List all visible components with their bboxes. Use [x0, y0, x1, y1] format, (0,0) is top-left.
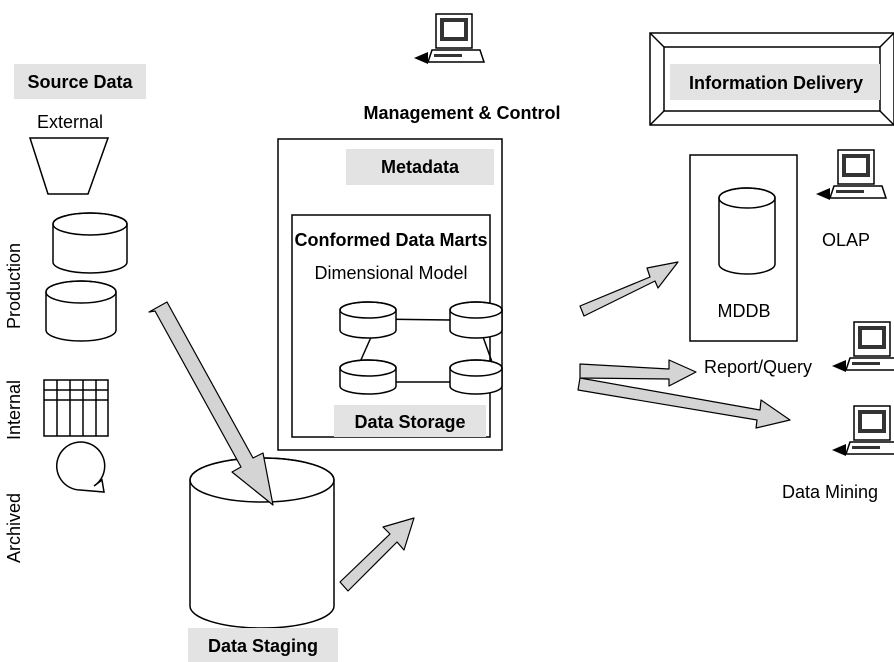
model-link-left: [359, 334, 373, 363]
olap-computer-icon: [815, 149, 887, 201]
production-database-icon-1: [52, 212, 128, 274]
internal-label: Internal: [4, 380, 24, 440]
metadata-title-bg: [346, 149, 494, 185]
mddb-label: MDDB: [718, 301, 771, 321]
source-to-staging-arrow: [148, 301, 274, 506]
model-database-icon-1: [339, 301, 397, 339]
warehouse-to-report-arrow: [579, 359, 697, 387]
dimensional-model-label: Dimensional Model: [314, 263, 467, 283]
olap-label: OLAP: [822, 230, 870, 250]
mddb-database-icon: [718, 187, 776, 275]
source-title-bg: [14, 64, 146, 99]
model-database-icon-4: [449, 359, 503, 395]
archived-loop-icon: [55, 441, 106, 493]
external-label: External: [37, 112, 103, 132]
report-computer-icon: [831, 321, 894, 373]
management-title: Management & Control: [363, 103, 560, 123]
delivery-title: Information Delivery: [689, 73, 863, 93]
metadata-title: Metadata: [381, 157, 460, 177]
report-label: Report/Query: [704, 357, 812, 377]
model-database-icon-2: [449, 301, 503, 339]
mining-label: Data Mining: [782, 482, 878, 502]
warehouse-to-mining-arrow: [577, 377, 791, 429]
source-title: Source Data: [27, 72, 133, 92]
warehouse-to-mddb-arrow: [579, 261, 679, 317]
internal-table-icon: [43, 379, 109, 437]
storage-title: Data Storage: [354, 412, 465, 432]
production-database-icon-2: [45, 280, 117, 342]
mining-computer-icon: [831, 405, 894, 457]
storage-title-bg: [334, 405, 486, 437]
external-trapezoid-icon: [28, 137, 110, 195]
management-computer-icon: [413, 13, 485, 65]
marts-title: Conformed Data Marts: [294, 230, 487, 250]
information-delivery-frame: [649, 32, 894, 126]
staging-to-warehouse-arrow: [339, 517, 415, 592]
staging-title-bg: [188, 628, 338, 662]
production-label: Production: [4, 243, 24, 329]
model-database-icon-3: [339, 359, 397, 395]
archived-label: Archived: [4, 493, 24, 563]
model-link-right: [481, 333, 493, 363]
staging-title: Data Staging: [208, 636, 318, 656]
